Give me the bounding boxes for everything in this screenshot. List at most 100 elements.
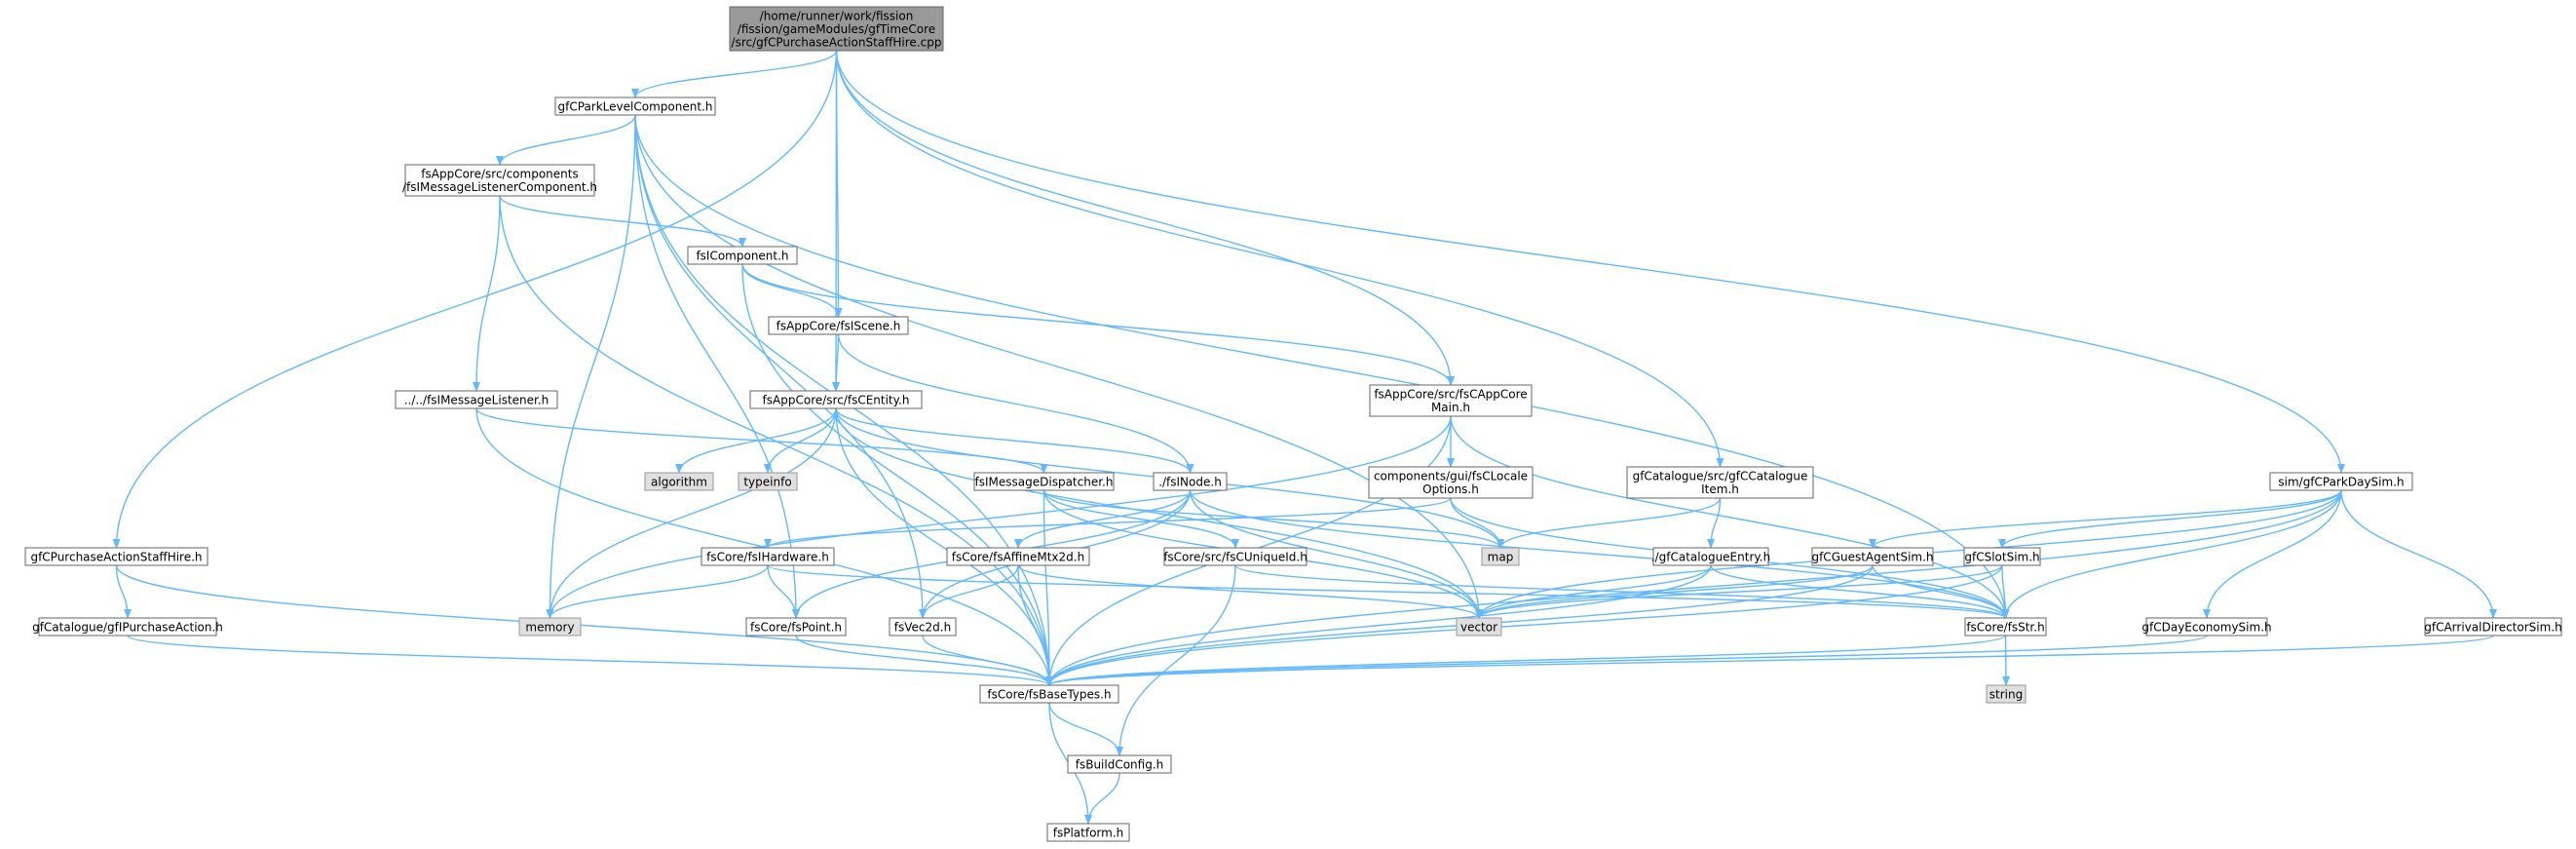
edge-gfCPurchaseActionStaffHire-to-gfIPurchaseAction: [115, 564, 132, 619]
node-box: [38, 617, 217, 637]
node-box: [518, 617, 582, 637]
edge-fsIHardware-to-fsStr: [767, 564, 2010, 619]
node-box: [889, 617, 957, 637]
edge-gfCCatalogueItem-to-map: [1496, 497, 1722, 549]
node-typeinfo: typeinfo: [738, 472, 798, 491]
node-box: [749, 390, 923, 409]
edge-root-to-fsCAppCoreMain: [835, 50, 1455, 386]
edge-root-to-gfCPurchaseActionStaffHire: [112, 50, 838, 549]
edge-fsIHardware-to-fsPoint: [767, 564, 800, 619]
node-box: [24, 547, 208, 566]
edge-fsIHardware-to-memory: [546, 564, 769, 619]
node-box: [2269, 472, 2413, 491]
node-box: [1163, 547, 1307, 566]
edge-gfCParkLevelComponent-to-fsIMessageListenerComponent: [496, 114, 636, 166]
node-label: string: [1989, 687, 2023, 701]
edge-fsIMessageDispatcher-to-fsBaseTypes: [1042, 489, 1053, 686]
node-gfCDayEconomySim[interactable]: gfCDayEconomySim.h: [2141, 617, 2272, 637]
node-label: typeinfo: [743, 475, 791, 488]
edge-fsCEntity-to-fsINode: [835, 407, 1194, 474]
node-fsINode[interactable]: ./fsINode.h: [1153, 472, 1228, 491]
edge-fsCLocaleOptions-to-fsIHardware: [764, 497, 1452, 549]
node-fsCEntity[interactable]: fsAppCore/src/fsCEntity.h: [749, 390, 923, 409]
node-string: string: [1986, 684, 2027, 704]
edge-fsCUniqueId-to-fsBuildConfig: [1116, 564, 1236, 756]
edge-fsStr-to-string: [2001, 635, 2010, 686]
node-fsIScene[interactable]: fsAppCore/fsIScene.h: [768, 316, 909, 335]
node-label: fsAppCore/src/components: [421, 168, 578, 181]
edge-gfCParkLevelComponent-to-memory: [546, 114, 636, 619]
node-fsIMessageListener[interactable]: ../../fsIMessageListener.h: [395, 390, 558, 409]
node-box: [745, 617, 847, 637]
node-gfCSlotSim[interactable]: gfCSlotSim.h: [1963, 547, 2041, 566]
node-fsBuildConfig[interactable]: fsBuildConfig.h: [1067, 754, 1172, 774]
node-label: algorithm: [651, 475, 707, 488]
node-box: [687, 246, 798, 265]
node-gfCGuestAgentSim[interactable]: gfCGuestAgentSim.h: [1811, 547, 1934, 566]
node-box: [1652, 547, 1769, 566]
node-fsBaseTypes[interactable]: fsCore/fsBaseTypes.h: [979, 684, 1119, 704]
edge-gfCParkLevelComponent-to-fsStr: [634, 114, 2010, 619]
node-label: map: [1488, 550, 1514, 563]
edge-fsIMessageDispatcher-to-map: [1042, 489, 1504, 549]
edge-gfIPurchaseAction-to-fsBaseTypes: [127, 635, 1053, 686]
edge-fsCEntity-to-typeinfo: [764, 407, 837, 474]
node-fsCUniqueId[interactable]: fsCore/src/fsCUniqueId.h: [1163, 547, 1307, 566]
edge-gfCParkDaySim-to-gfCGuestAgentSim: [1869, 489, 2342, 549]
node-box: [554, 96, 716, 116]
node-gfCArrivalDirectorSim[interactable]: gfCArrivalDirectorSim.h: [2424, 617, 2562, 637]
node-label: /fission/gameModules/gfTimeCore: [738, 22, 935, 36]
edge-gfCArrivalDirectorSim-to-fsBaseTypes: [1045, 635, 2494, 686]
edge-fsCAppCoreMain-to-fsStr: [1450, 415, 2010, 619]
node-box: [1153, 472, 1228, 491]
edge-root-to-gfCCatalogueItem: [835, 50, 1724, 468]
node-box: [946, 547, 1090, 566]
node-box: [1046, 823, 1130, 842]
edge-fsAffineMtx2d-to-fsVec2d: [919, 564, 1019, 619]
node-label: fsIMessageDispatcher.h: [975, 475, 1114, 488]
node-fsPoint[interactable]: fsCore/fsPoint.h: [745, 617, 847, 637]
node-gfCParkLevelComponent[interactable]: gfCParkLevelComponent.h: [554, 96, 716, 116]
node-fsIHardware[interactable]: fsCore/fsIHardware.h: [701, 547, 835, 566]
edge-fsPoint-to-fsBaseTypes: [795, 635, 1053, 686]
node-gfCPurchaseActionStaffHire[interactable]: gfCPurchaseActionStaffHire.h: [24, 547, 208, 566]
node-box: [1369, 384, 1533, 417]
node-gfCatalogueEntry[interactable]: ./gfCatalogueEntry.h: [1651, 547, 1770, 566]
node-box: [1811, 547, 1934, 566]
node-fsIComponent[interactable]: fsIComponent.h: [687, 246, 798, 265]
node-label: Options.h: [1422, 482, 1479, 496]
node-fsIMessageDispatcher[interactable]: fsIMessageDispatcher.h: [973, 472, 1115, 491]
node-fsPlatform[interactable]: fsPlatform.h: [1046, 823, 1130, 842]
node-gfIPurchaseAction[interactable]: gfCatalogue/gfIPurchaseAction.h: [32, 617, 223, 637]
node-fsStr[interactable]: fsCore/fsStr.h: [1964, 617, 2047, 637]
edge-gfCSlotSim-to-fsBaseTypes: [1045, 564, 2003, 686]
node-label: gfCSlotSim.h: [1964, 550, 2039, 563]
edge-fsBuildConfig-to-fsPlatform: [1084, 772, 1120, 825]
node-box: [1963, 547, 2041, 566]
node-box: [395, 390, 558, 409]
node-label: sim/gfCParkDaySim.h: [2278, 475, 2404, 488]
edge-gfCatalogueEntry-to-vector: [1475, 564, 1712, 619]
node-root[interactable]: /home/runner/work/fission/fission/gameMo…: [729, 6, 944, 52]
edge-gfCParkDaySim-to-gfCDayEconomySim: [2203, 489, 2342, 619]
node-fsAffineMtx2d[interactable]: fsCore/fsAffineMtx2d.h: [946, 547, 1090, 566]
node-label: Item.h: [1701, 482, 1739, 496]
edge-fsBaseTypes-to-fsBuildConfig: [1048, 702, 1123, 756]
node-box: [1067, 754, 1172, 774]
edge-fsIComponent-to-fsBaseTypes: [741, 263, 1053, 686]
node-box: [1964, 617, 2047, 637]
node-fsIMessageListenerComponent[interactable]: fsAppCore/src/components/fsIMessageListe…: [402, 164, 597, 197]
node-box: [1456, 617, 1502, 637]
node-gfCParkDaySim[interactable]: sim/gfCParkDaySim.h: [2269, 472, 2413, 491]
edge-gfCParkLevelComponent-to-vector: [634, 114, 1483, 619]
edge-gfCParkDaySim-to-gfCArrivalDirectorSim: [2340, 489, 2497, 619]
edge-fsIMessageListenerComponent-to-fsBaseTypes: [499, 195, 1053, 686]
edge-fsINode-to-fsAffineMtx2d: [1014, 489, 1192, 549]
node-fsVec2d[interactable]: fsVec2d.h: [889, 617, 957, 637]
edge-gfCCatalogueItem-to-gfCatalogueEntry: [1707, 497, 1722, 549]
edge-gfCParkDaySim-to-gfCSlotSim: [1998, 489, 2342, 549]
node-label: gfCPurchaseActionStaffHire.h: [30, 550, 202, 563]
